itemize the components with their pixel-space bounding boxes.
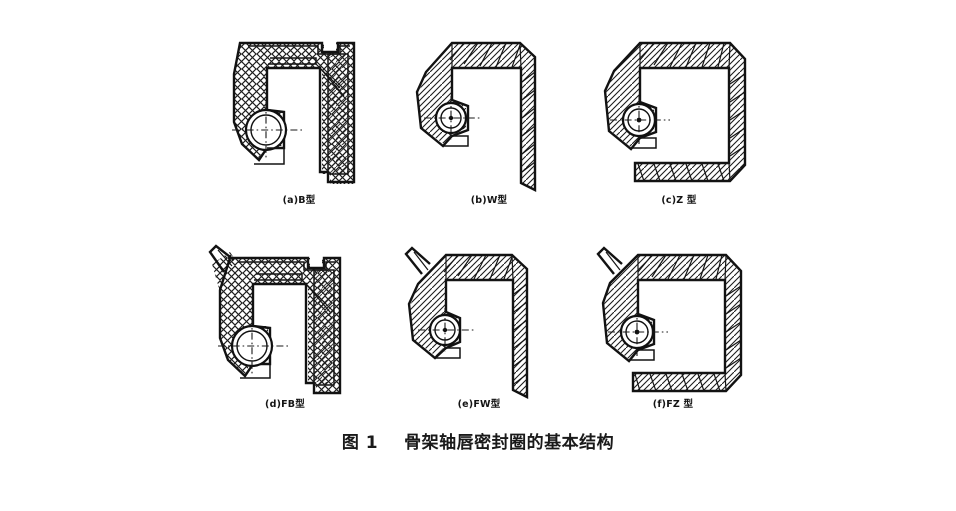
seal-drawing-b [394, 24, 584, 199]
seal-drawing-f [578, 228, 768, 403]
seal-diagram-b-type: (a)B型 [204, 24, 394, 224]
seal-label-c: (c)Z 型 [661, 195, 697, 206]
seal-drawing-c [584, 24, 774, 199]
seal-label-a: (a)B型 [282, 195, 316, 206]
seal-diagram-fw-type: (e)FW型 [384, 228, 574, 428]
seal-label-d: (d)FB型 [265, 399, 305, 410]
seal-drawing-d [190, 228, 380, 403]
figure-number: 图 1 [341, 433, 379, 453]
seal-drawing-a [204, 24, 394, 199]
seal-drawing-e [384, 228, 574, 403]
seal-diagram-fz-type: (f)FZ 型 [578, 228, 768, 428]
seal-diagram-z-type: (c)Z 型 [584, 24, 774, 224]
figure-title: 骨架轴唇密封圈的基本结构 [404, 433, 615, 453]
figure-caption: 图 1 骨架轴唇密封圈的基本结构 [0, 428, 956, 453]
seal-label-e: (e)FW型 [457, 399, 501, 410]
seal-label-f: (f)FZ 型 [652, 399, 694, 410]
seal-diagram-w-type: (b)W型 [394, 24, 584, 224]
seal-diagram-fb-type: (d)FB型 [190, 228, 380, 428]
seal-label-b: (b)W型 [470, 195, 508, 206]
